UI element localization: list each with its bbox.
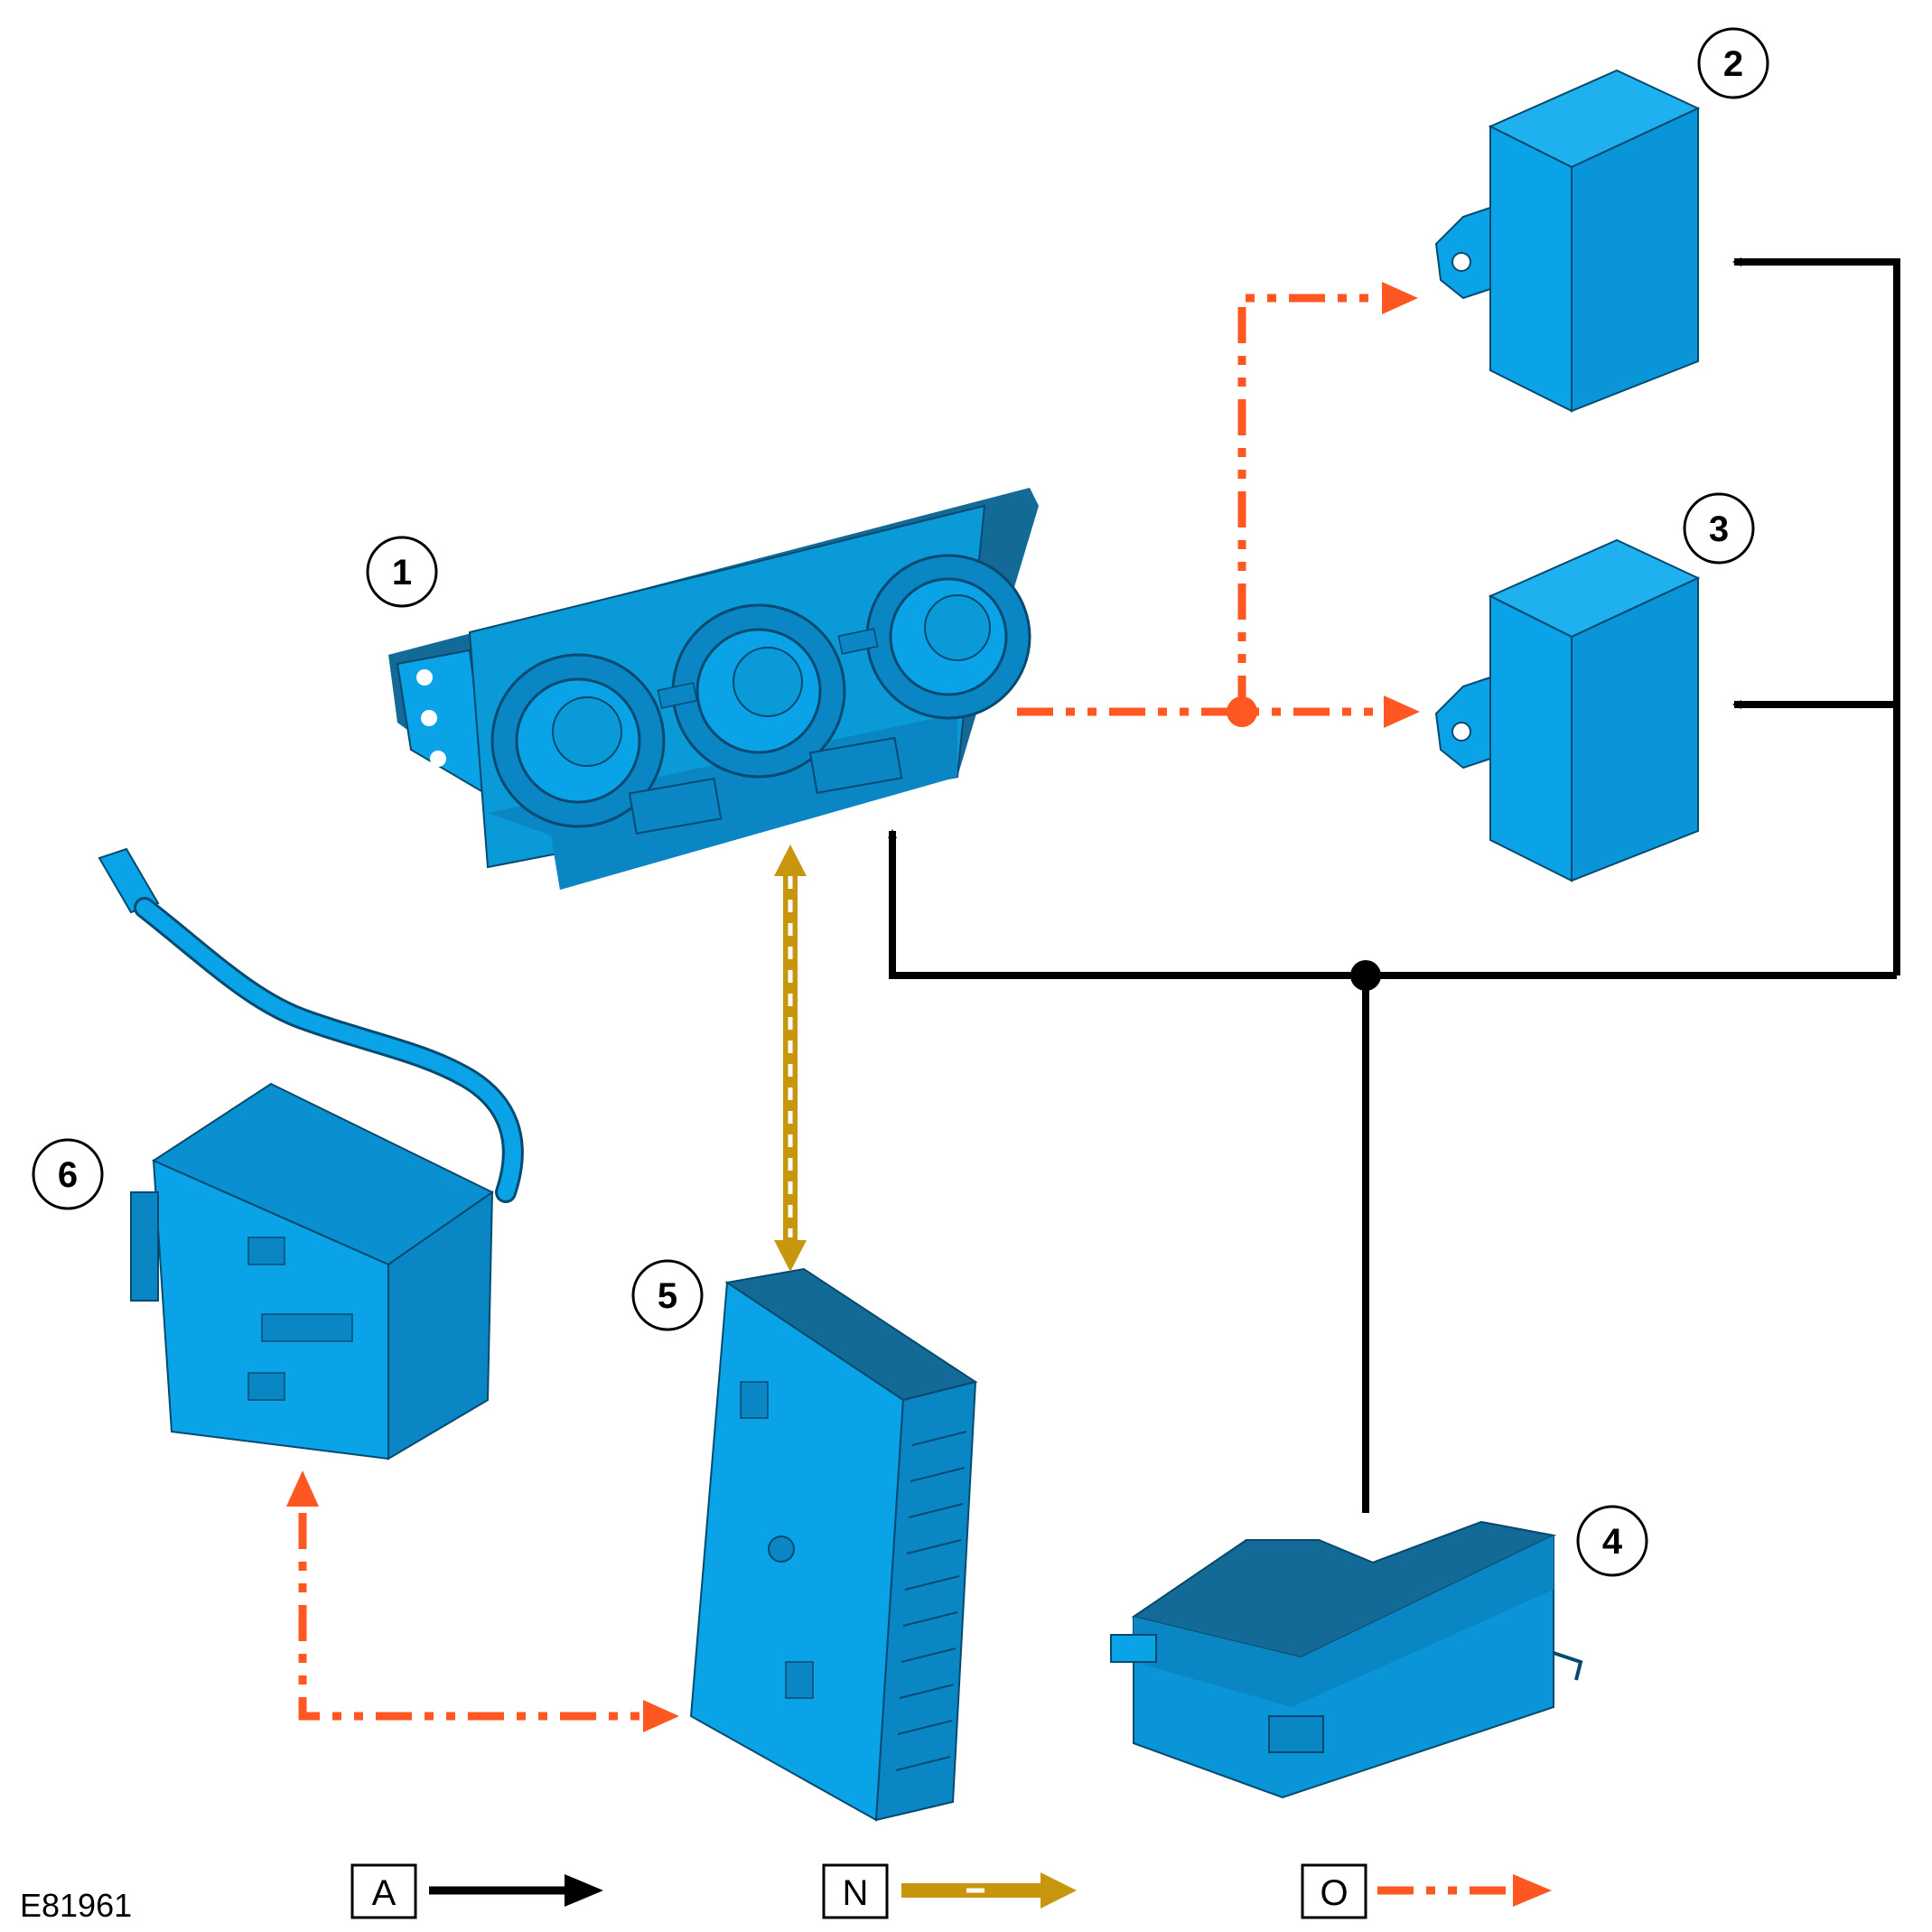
svg-text:N: N	[843, 1873, 869, 1913]
callout-5: 5	[631, 1259, 704, 1331]
callout-4: 4	[1576, 1505, 1648, 1577]
svg-text:5: 5	[658, 1276, 677, 1316]
callout-2: 2	[1697, 27, 1769, 99]
component-2-module	[1434, 69, 1701, 413]
svg-text:1: 1	[392, 553, 412, 593]
svg-text:3: 3	[1709, 509, 1729, 549]
connections-o	[298, 294, 1377, 1721]
legend-n: N	[822, 1863, 1077, 1919]
component-6-module-with-harness	[98, 847, 524, 1461]
figure-id: E81961	[20, 1887, 132, 1924]
legend-o: O	[1301, 1863, 1552, 1919]
knob-center-icon	[671, 603, 846, 779]
component-1-climate-control-panel	[388, 488, 1039, 890]
svg-text:A: A	[372, 1873, 397, 1913]
component-5-module	[689, 1267, 978, 1822]
knob-left-icon	[490, 653, 666, 828]
callout-3: 3	[1683, 492, 1755, 565]
callout-6: 6	[32, 1138, 104, 1210]
svg-text:6: 6	[58, 1155, 78, 1195]
component-4-module	[1110, 1520, 1583, 1799]
callout-1: 1	[366, 536, 438, 608]
knob-right-icon	[865, 554, 1031, 720]
connections-o-arrows	[286, 282, 1420, 1732]
svg-text:O: O	[1320, 1873, 1348, 1913]
vent-slots	[895, 1431, 967, 1771]
connection-n	[774, 845, 807, 1272]
connections-a	[888, 257, 1900, 1513]
component-3-module	[1434, 538, 1701, 882]
svg-text:4: 4	[1602, 1522, 1623, 1562]
junction-dot-a	[1350, 960, 1381, 991]
junction-dot-o	[1227, 696, 1257, 727]
legend-a: A	[350, 1863, 603, 1919]
svg-text:2: 2	[1723, 44, 1743, 84]
